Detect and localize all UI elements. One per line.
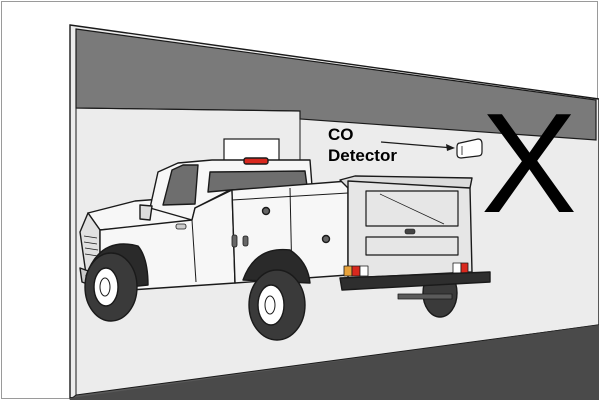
door-handle-icon <box>176 224 186 229</box>
side-mirror-icon <box>140 205 152 220</box>
rear-panel <box>366 237 458 255</box>
tail-light-left-icon <box>344 266 368 276</box>
compartment-handle-icon <box>232 235 237 247</box>
compartment-latch-icon <box>323 236 330 243</box>
rear-hatch-window <box>366 191 458 226</box>
detector-label: Detector <box>328 146 397 165</box>
tail-light-right-icon <box>453 263 468 273</box>
compartment-handle-icon <box>243 236 248 246</box>
brake-light-icon <box>244 158 268 164</box>
exhaust-pipe-icon <box>398 294 452 299</box>
compartment-latch-icon <box>263 208 270 215</box>
x-mark: X <box>481 84 577 243</box>
rear-latch-icon <box>405 229 415 234</box>
co-label: CO <box>328 125 354 144</box>
